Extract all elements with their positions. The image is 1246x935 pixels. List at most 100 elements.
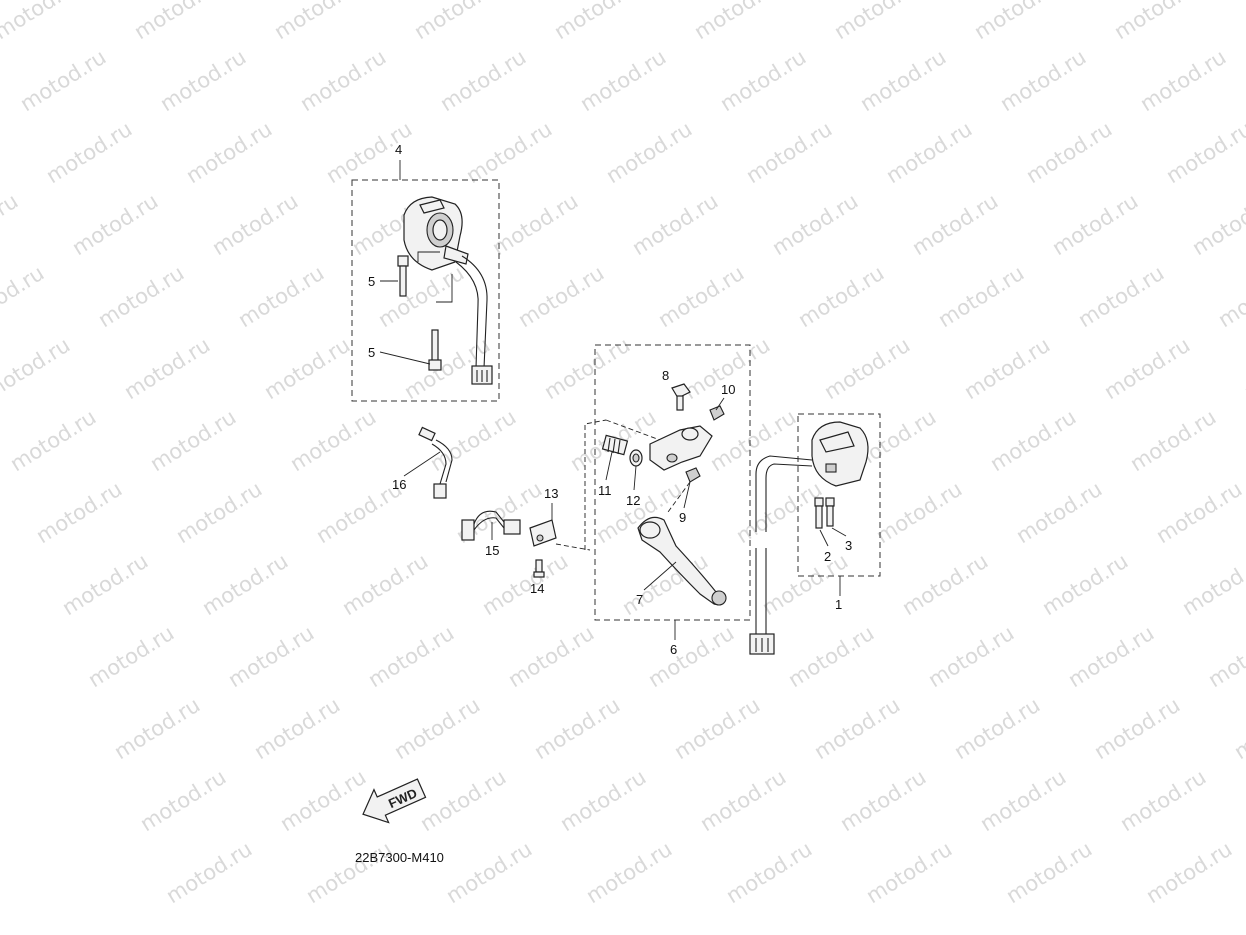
watermark-text: motod.ru: [0, 261, 48, 332]
watermark-text: motod.ru: [260, 333, 354, 404]
watermark-text: motod.ru: [32, 477, 126, 548]
callout-2[interactable]: 2: [824, 549, 831, 564]
watermark-text: motod.ru: [960, 333, 1054, 404]
watermark-text: motod.ru: [856, 45, 950, 116]
callout-5-lower[interactable]: 5: [368, 345, 375, 360]
watermark-text: motod.ru: [208, 189, 302, 260]
watermark-text: motod.ru: [644, 621, 738, 692]
watermark-text: motod.ru: [488, 189, 582, 260]
watermark-text: motod.ru: [628, 189, 722, 260]
watermark-text: motod.ru: [426, 405, 520, 476]
callout-3[interactable]: 3: [845, 538, 852, 553]
watermark-text: motod.ru: [836, 765, 930, 836]
callout-15[interactable]: 15: [485, 543, 499, 558]
part-10-nut[interactable]: [709, 405, 725, 421]
part-11-adjuster-spring[interactable]: [601, 434, 629, 456]
watermark-text: motod.ru: [654, 261, 748, 332]
watermark-text: motod.ru: [130, 0, 224, 44]
part-9-nut[interactable]: [685, 467, 701, 483]
callout-13[interactable]: 13: [544, 486, 558, 501]
watermark-text: motod.ru: [556, 765, 650, 836]
callout-5-upper[interactable]: 5: [368, 274, 375, 289]
left-switch-housing[interactable]: [403, 196, 469, 271]
part-14-screw[interactable]: [533, 559, 545, 578]
watermark-text: motod.ru: [670, 693, 764, 764]
watermark-text: motod.ru: [732, 477, 826, 548]
screw-2[interactable]: [814, 497, 824, 529]
watermark-text: motod.ru: [1162, 117, 1246, 188]
watermark-text: motod.ru: [1204, 621, 1246, 692]
callout-14[interactable]: 14: [530, 581, 544, 596]
watermark-text: motod.ru: [830, 0, 924, 44]
watermark-text: motod.ru: [478, 549, 572, 620]
callout-9[interactable]: 9: [679, 510, 686, 525]
watermark-text: motod.ru: [110, 693, 204, 764]
watermark-text: motod.ru: [6, 405, 100, 476]
part-15-switch-lead[interactable]: [461, 510, 521, 541]
watermark-text: motod.ru: [172, 477, 266, 548]
right-switch-housing[interactable]: [811, 421, 869, 487]
watermark-text: motod.ru: [1116, 765, 1210, 836]
callout-1[interactable]: 1: [835, 597, 842, 612]
part-7-clutch-lever[interactable]: [637, 516, 727, 606]
lever-bracket[interactable]: [649, 425, 713, 471]
watermark-text: motod.ru: [0, 0, 84, 44]
watermark-text: motod.ru: [872, 477, 966, 548]
watermark-text: motod.ru: [296, 45, 390, 116]
part-12-washer[interactable]: [629, 449, 643, 467]
part-16-sensor-lead[interactable]: [418, 426, 453, 499]
watermark-text: motod.ru: [970, 0, 1064, 44]
watermark-text: motod.ru: [1090, 693, 1184, 764]
watermark-text: motod.ru: [1038, 549, 1132, 620]
watermark-text: motod.ru: [810, 693, 904, 764]
watermark-text: motod.ru: [602, 117, 696, 188]
callout-11[interactable]: 11: [598, 483, 612, 498]
watermark-text: motod.ru: [276, 765, 370, 836]
watermark-text: motod.ru: [550, 0, 644, 44]
callout-4[interactable]: 4: [395, 142, 402, 157]
watermark-text: motod.ru: [794, 261, 888, 332]
watermark-text: motod.ru: [390, 693, 484, 764]
watermark-text: motod.ru: [120, 333, 214, 404]
callout-16[interactable]: 16: [392, 477, 406, 492]
watermark-text: motod.ru: [302, 837, 396, 908]
watermark-text: motod.ru: [1136, 45, 1230, 116]
watermark-text: motod.ru: [1074, 261, 1168, 332]
callout-7[interactable]: 7: [636, 592, 643, 607]
watermark-text: motod.ru: [162, 837, 256, 908]
watermark-text: motod.ru: [0, 189, 22, 260]
watermark-text: motod.ru: [976, 765, 1070, 836]
watermark-text: motod.ru: [862, 837, 956, 908]
watermark-text: motod.ru: [514, 261, 608, 332]
watermark-text: motod.ru: [1012, 477, 1106, 548]
part-13-clutch-switch[interactable]: [529, 519, 557, 547]
watermark-text: motod.ru: [820, 333, 914, 404]
watermark-text: motod.ru: [16, 45, 110, 116]
callout-6[interactable]: 6: [670, 642, 677, 657]
watermark-text: motod.ru: [690, 0, 784, 44]
watermark-text: motod.ru: [996, 45, 1090, 116]
watermark-text: motod.ru: [950, 693, 1044, 764]
callout-12[interactable]: 12: [626, 493, 640, 508]
watermark-text: motod.ru: [908, 189, 1002, 260]
callout-10[interactable]: 10: [721, 382, 735, 397]
screw-5-lower[interactable]: [428, 329, 442, 371]
screw-3[interactable]: [825, 497, 835, 527]
watermark-text: motod.ru: [1240, 333, 1246, 404]
callout-8[interactable]: 8: [662, 368, 669, 383]
watermark-text: motod.ru: [540, 333, 634, 404]
watermark-text: motod.ru: [270, 0, 364, 44]
watermark-text: motod.ru: [898, 549, 992, 620]
watermark-text: motod.ru: [146, 405, 240, 476]
left-switch-wire-harness: [455, 255, 493, 385]
watermark-text: motod.ru: [416, 765, 510, 836]
watermark-text: motod.ru: [250, 693, 344, 764]
watermark-text: motod.ru: [696, 765, 790, 836]
watermark-text: motod.ru: [198, 549, 292, 620]
watermark-text: motod.ru: [504, 621, 598, 692]
part-8-bolt[interactable]: [671, 383, 691, 411]
watermark-text: motod.ru: [136, 765, 230, 836]
watermark-text: motod.ru: [286, 405, 380, 476]
watermark-text: motod.ru: [1152, 477, 1246, 548]
screw-5-upper[interactable]: [397, 255, 409, 297]
